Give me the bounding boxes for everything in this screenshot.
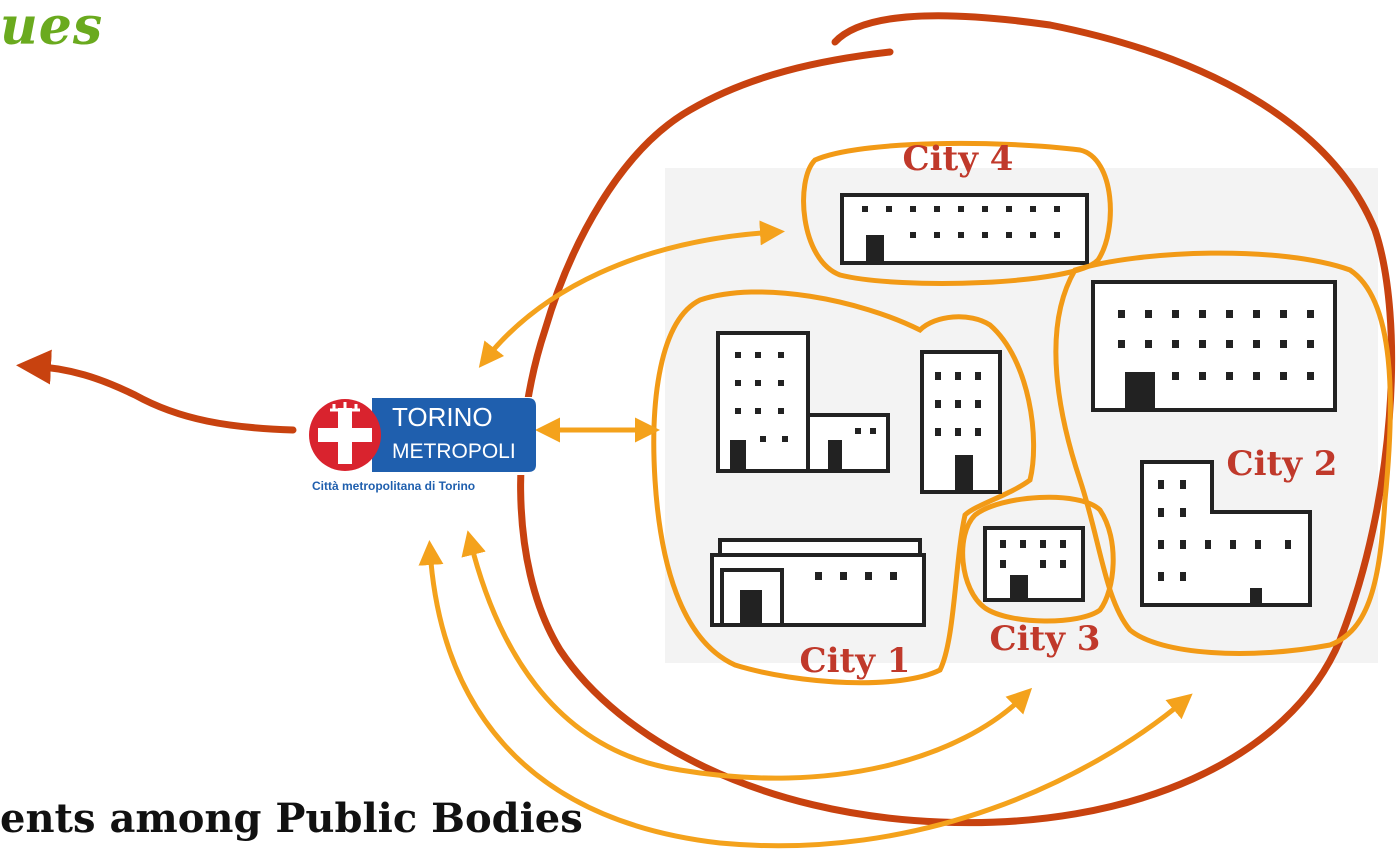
logo-line1: TORINO xyxy=(392,402,493,432)
city-1-label: City 1 xyxy=(800,641,911,681)
logo-blue-band xyxy=(372,398,536,472)
arrow-logo-to-city2 xyxy=(418,540,1193,849)
outgoing-arrow xyxy=(16,349,297,434)
city-2-label: City 2 xyxy=(1227,444,1338,484)
logo-line2: METROPOLI xyxy=(392,440,516,463)
footer-fragment: ents among Public Bodies xyxy=(0,795,583,842)
city-3-label: City 3 xyxy=(990,619,1101,659)
city-2-outline xyxy=(1053,250,1393,656)
torino-metropoli-logo: TORINO METROPOLI Città metropolitana di … xyxy=(309,397,536,493)
city-4-outline xyxy=(801,140,1113,286)
city-4-label: City 4 xyxy=(903,139,1014,179)
heading-fragment: ues xyxy=(0,0,104,57)
city-4-building xyxy=(840,193,1089,265)
city-4-group: City 4 xyxy=(801,139,1113,286)
logo-caption: Città metropolitana di Torino xyxy=(312,479,475,493)
city-3-building xyxy=(983,526,1085,602)
arrow-logo-to-city4 xyxy=(478,220,785,368)
city-2-buildings xyxy=(1091,280,1337,607)
city-2-group: City 2 xyxy=(1053,250,1393,656)
